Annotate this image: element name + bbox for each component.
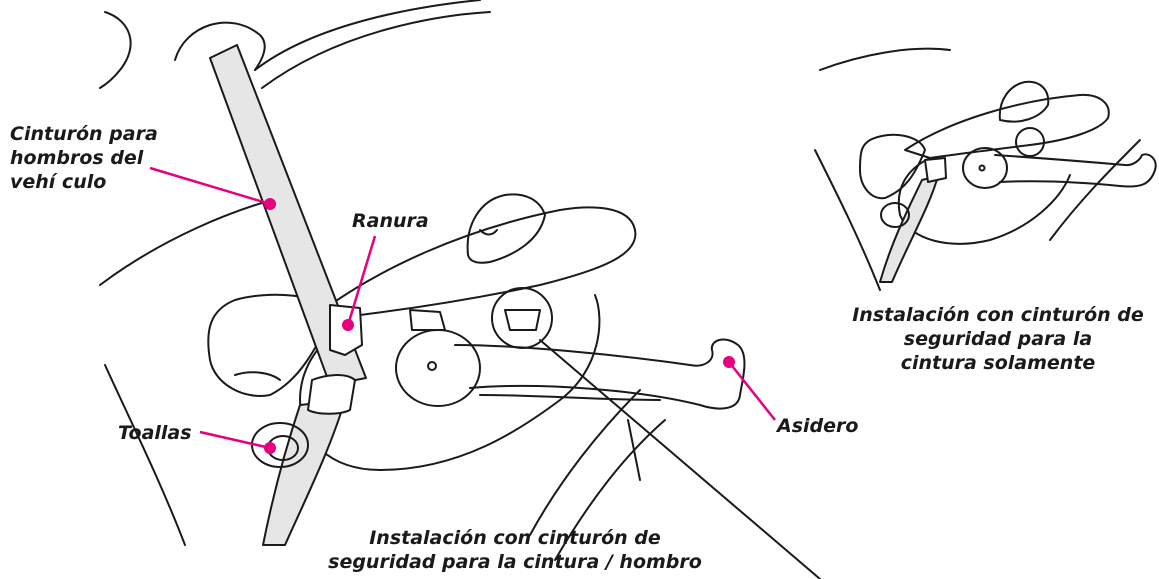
inset-seat-line-1 [820, 49, 950, 70]
handle-pivot [428, 362, 436, 370]
inset-seat-line-3 [1050, 140, 1140, 240]
label-towels: Toallas [118, 421, 192, 445]
caption-inset: Instalación con cinturón de seguridad pa… [845, 303, 1151, 375]
inset-canopy [905, 95, 1109, 158]
callout-dot-shoulder-belt [264, 198, 276, 210]
lap-belt [263, 400, 345, 545]
carrier-foot-detail [235, 372, 280, 380]
inset-belt [880, 176, 938, 282]
callout-dot-slot [342, 319, 354, 331]
callout-leader-handle [729, 362, 775, 420]
callout-dot-towels [264, 442, 276, 454]
belt-latch [308, 375, 355, 414]
inset-pivot [980, 166, 985, 171]
leader-line-2 [628, 420, 640, 480]
seat-roof-line-2 [262, 12, 490, 88]
infant-head [468, 194, 545, 262]
inset-sticker [1016, 128, 1044, 156]
seat-side-line-1 [100, 195, 290, 285]
sticker-emblem [505, 310, 540, 330]
side-slot [410, 310, 445, 330]
callout-leader-slot [348, 236, 375, 325]
inset-latch [925, 158, 946, 182]
callout-dot-handle [723, 356, 735, 368]
inset-illustration [815, 49, 1156, 290]
caption-main: Instalación con cinturón de seguridad pa… [300, 526, 730, 574]
label-shoulder-belt: Cinturón para hombros del vehí culo [10, 122, 158, 194]
warning-sticker [492, 288, 552, 348]
seat-headrest-outline [100, 12, 131, 88]
seat-side-line-2 [105, 365, 185, 545]
inset-seat-line-2 [815, 150, 880, 290]
handle-hub [396, 330, 480, 406]
inset-infant-head [1000, 82, 1048, 122]
callout-leader-towels [200, 432, 270, 448]
label-slot: Ranura [352, 209, 429, 233]
inset-handle [995, 154, 1156, 186]
label-handle: Asidero [777, 414, 858, 438]
